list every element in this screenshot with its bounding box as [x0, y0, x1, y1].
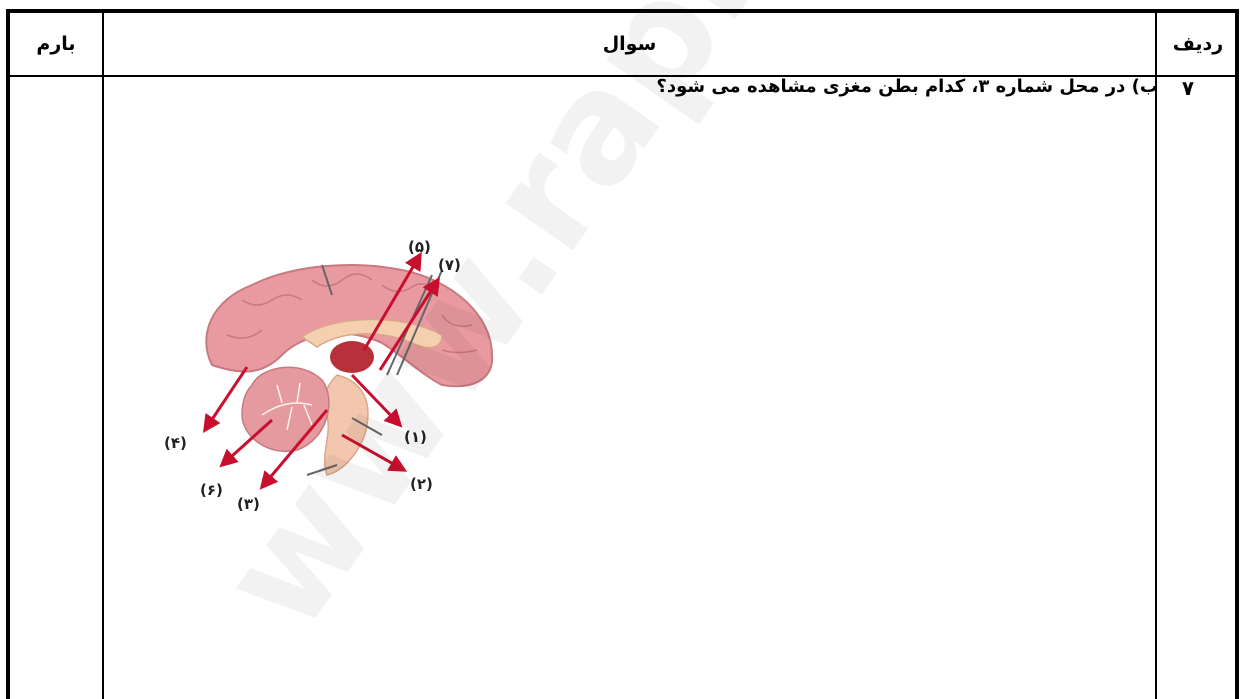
cerebellum	[242, 367, 329, 451]
label-6: (۶)	[200, 481, 223, 499]
arrow-4	[205, 367, 247, 430]
label-1: (۱)	[404, 428, 427, 446]
header-score: بارم	[10, 13, 102, 75]
header-question: سوال	[104, 13, 1155, 75]
brainstem	[325, 375, 368, 475]
label-2: (۲)	[410, 475, 433, 493]
row-number: ۷	[1147, 76, 1229, 100]
divider-row	[1155, 13, 1157, 699]
question-text: ب) در محل شماره ۳، کدام بطن مغزی مشاهده …	[458, 76, 1158, 97]
label-4: (۴)	[164, 434, 187, 452]
label-5: (۵)	[408, 238, 431, 256]
label-3: (۳)	[237, 495, 260, 513]
divider-score	[102, 13, 104, 699]
header-row: ردیف	[1157, 13, 1239, 75]
label-7: (۷)	[438, 256, 461, 274]
brain-diagram: (۱) (۲) (۳) (۴) (۵) (۶) (۷)	[142, 225, 502, 515]
